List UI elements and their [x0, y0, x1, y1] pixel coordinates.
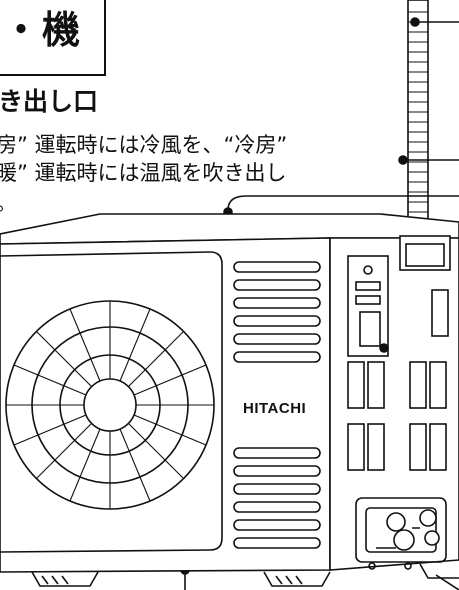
feet	[31, 563, 459, 587]
brand-label: HITACHI	[243, 400, 307, 417]
title-bullet: ・	[2, 8, 43, 52]
title-text: 機	[42, 8, 83, 52]
title-box: ・ 機	[0, 0, 106, 76]
description-line-1: 房” 運転時には冷風を、“冷房”	[0, 133, 288, 157]
section-heading: き出し口	[0, 87, 99, 116]
service-valves	[355, 497, 447, 570]
side-panel-details	[347, 235, 451, 471]
fan-grille	[0, 251, 223, 553]
vertical-pipe	[407, 0, 429, 221]
description-line-2: 暖” 運転時には温風を吹き出し	[0, 161, 287, 185]
description-line-3: 。	[0, 190, 16, 216]
front-louvers	[233, 261, 321, 549]
